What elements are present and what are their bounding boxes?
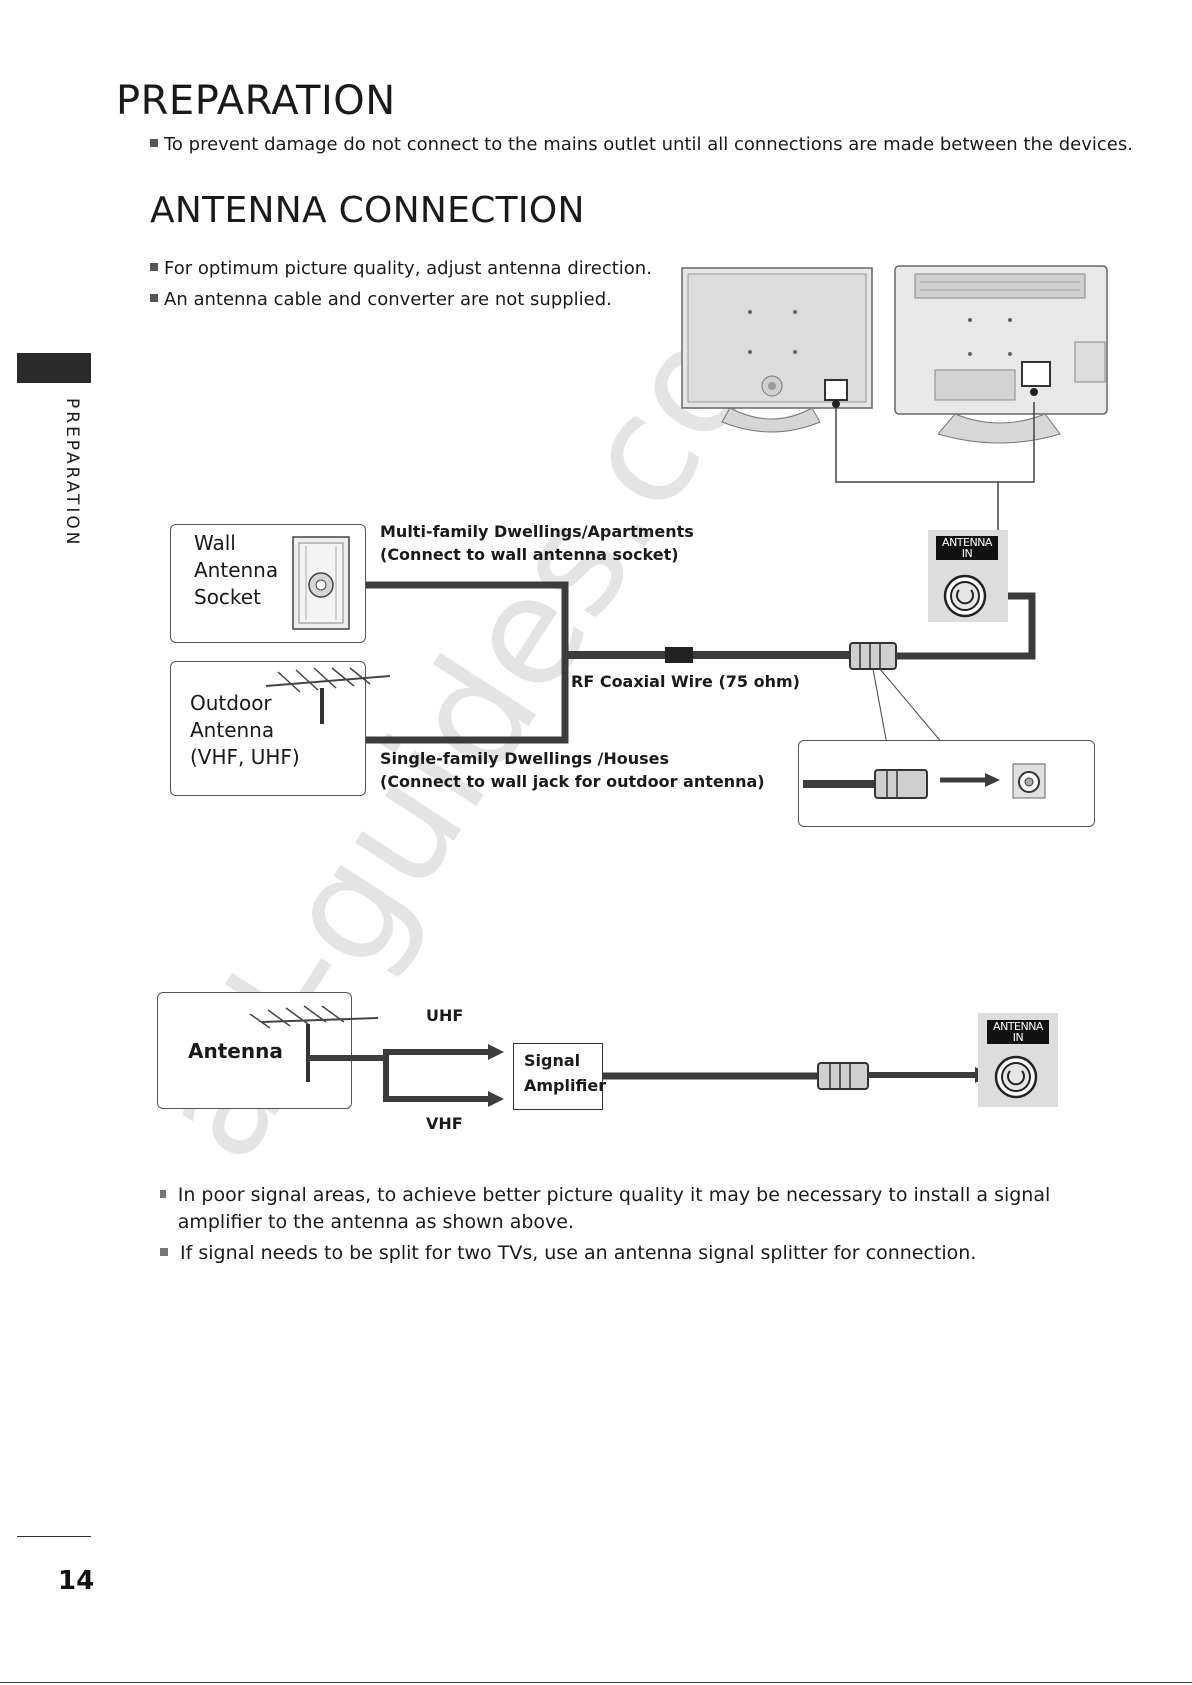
diagram2-wiring [249, 1005, 992, 1107]
bottom-note: If signal needs to be split for two TVs,… [160, 1240, 1090, 1267]
multi-family-label-line: Multi-family Dwellings/Apartments [380, 522, 694, 541]
single-family-label-line: (Connect to wall jack for outdoor antenn… [380, 772, 765, 791]
bottom-note-text: If signal needs to be split for two TVs,… [180, 1242, 977, 1264]
wall-socket-label-line: Antenna [194, 558, 279, 582]
bullet-icon [160, 1248, 168, 1256]
signal-amplifier-label: Signal Amplifier [524, 1048, 606, 1098]
antenna-in-tag: ANTENNA IN [936, 536, 998, 560]
outdoor-antenna-label-line: Outdoor [190, 691, 272, 715]
antenna-in-tag-line: ANTENNA [993, 1020, 1043, 1033]
bullet-icon [150, 263, 158, 271]
tv-back-left-icon [681, 267, 873, 433]
signal-amplifier-label-line: Signal [524, 1051, 581, 1070]
bottom-note: In poor signal areas, to achieve better … [160, 1182, 1090, 1236]
intro-note-text: To prevent damage do not connect to the … [164, 134, 1133, 155]
bullet-icon [150, 294, 158, 302]
multi-family-label: Multi-family Dwellings/Apartments (Conne… [380, 520, 694, 566]
outdoor-antenna-label-line: Antenna [190, 718, 275, 742]
antenna-in-tag-line: ANTENNA [942, 536, 992, 549]
wall-socket-label: Wall Antenna Socket [194, 530, 278, 611]
side-tab-marker [17, 353, 91, 383]
antenna-label: Antenna [188, 1039, 283, 1063]
page-number-rule [17, 1536, 91, 1537]
wall-socket-label-line: Wall [194, 531, 236, 555]
section-note: For optimum picture quality, adjust ante… [150, 258, 652, 279]
coax-plug-icon [849, 642, 897, 670]
plug-insert-detail-icon [803, 763, 1046, 799]
bullet-icon [150, 139, 158, 147]
antenna-in-tag-line: IN [1012, 1031, 1024, 1044]
uhf-label: UHF [426, 1006, 464, 1025]
multi-family-label-line: (Connect to wall antenna socket) [380, 545, 679, 564]
section-title: ANTENNA CONNECTION [150, 190, 585, 231]
outdoor-antenna-box [170, 661, 366, 796]
page-number: 14 [58, 1566, 95, 1596]
section-note-text: For optimum picture quality, adjust ante… [164, 258, 652, 279]
cable-label: RF Coaxial Wire (75 ohm) [571, 672, 800, 691]
antenna-in-port-icon [943, 574, 987, 618]
section-note-text: An antenna cable and converter are not s… [164, 289, 612, 310]
vhf-label: VHF [426, 1114, 463, 1133]
antenna-box [157, 992, 352, 1109]
signal-amplifier-label-line: Amplifier [524, 1076, 607, 1095]
antenna-icon [249, 1005, 379, 1082]
bottom-note-text: In poor signal areas, to achieve better … [177, 1184, 1051, 1233]
signal-amplifier-box [513, 1043, 603, 1110]
antenna-in-tag-line: IN [961, 547, 973, 560]
bullet-icon [160, 1190, 166, 1198]
wall-socket-label-line: Socket [194, 585, 261, 609]
single-family-label-line: Single-family Dwellings /Houses [380, 749, 670, 768]
outdoor-antenna-label-line: (VHF, UHF) [190, 745, 300, 769]
single-family-label: Single-family Dwellings /Houses (Connect… [380, 747, 765, 793]
wall-socket-icon [292, 536, 350, 630]
outdoor-antenna-icon [265, 667, 390, 724]
outdoor-antenna-label: Outdoor Antenna (VHF, UHF) [190, 690, 300, 771]
intro-note: To prevent damage do not connect to the … [150, 134, 1133, 155]
page-title: PREPARATION [116, 78, 396, 124]
antenna-in-tag-2: ANTENNA IN [987, 1020, 1049, 1044]
section-note: An antenna cable and converter are not s… [150, 289, 612, 310]
tv-back-right-icon [894, 265, 1108, 444]
side-section-label: PREPARATION [62, 398, 82, 548]
tv-back-illustrations [681, 265, 1108, 444]
page-bottom-rule [0, 1682, 1192, 1683]
antenna-in-port-icon [994, 1055, 1038, 1099]
coax-plug-icon [817, 1062, 869, 1090]
